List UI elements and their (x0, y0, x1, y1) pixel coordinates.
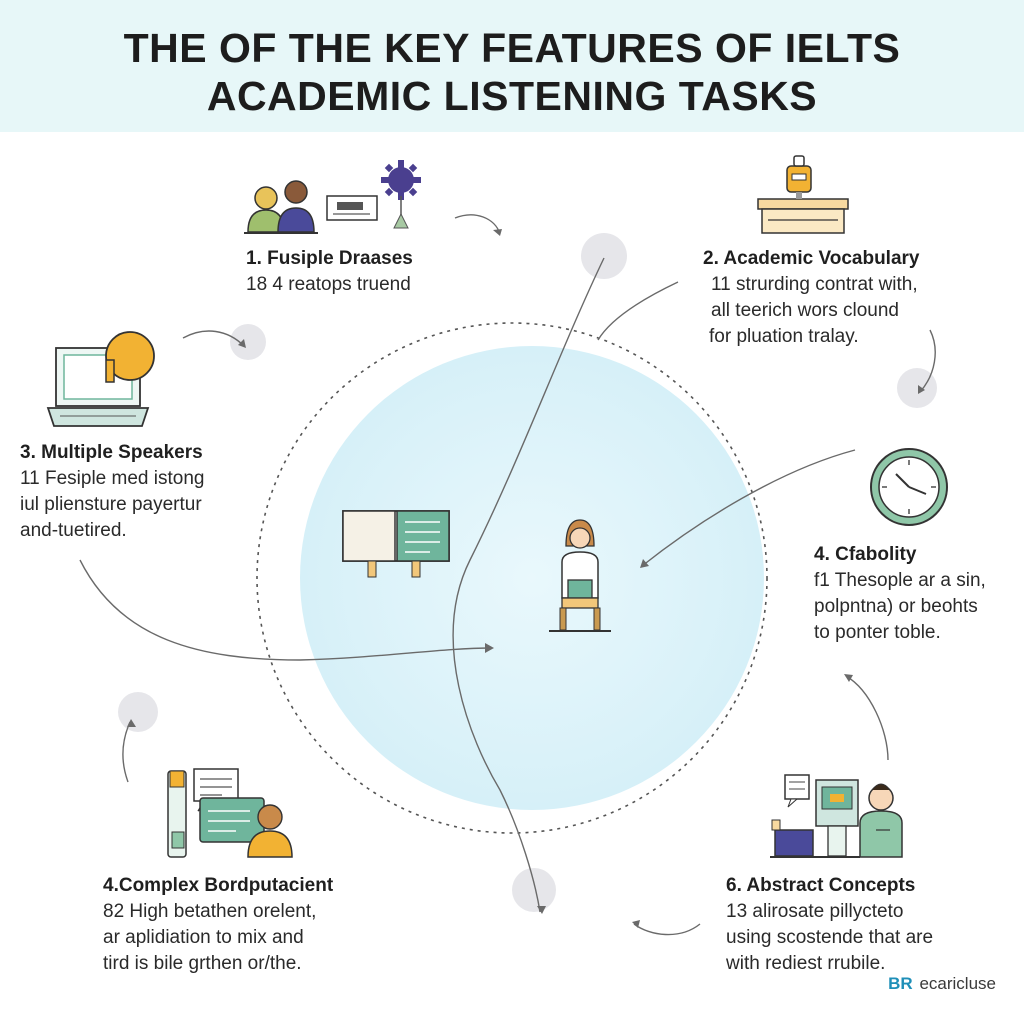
arrow-head (844, 674, 853, 682)
feature-line: 11 Fesiple med istong (20, 468, 205, 489)
feature-2: 2. Academic Vocabulary 11 strurding cont… (703, 246, 920, 350)
connector-arrow-bottom (633, 923, 701, 936)
connector-arrow-right-lower (845, 675, 889, 761)
arrow-head (537, 906, 546, 914)
brand-name: ecaricluse (919, 974, 996, 993)
feature-line: using scostende that are (726, 927, 934, 948)
feature-line: all teerich wors clound (711, 300, 899, 321)
feature-line: f1 Thesople ar a sin, (814, 570, 986, 591)
feature-line: ar aplidiation to mix and (103, 927, 304, 948)
arrow-head (632, 920, 640, 928)
feature-title: 3. Multiple Speakers (20, 442, 203, 463)
feature-4: 4. Cfabolity f1 Thesople ar a sin, polpn… (814, 542, 986, 646)
arrow-head (493, 229, 502, 236)
feature-line: 11 strurding contrat with, (711, 274, 918, 295)
feature-line: 82 High betathen orelent, (103, 901, 317, 922)
arrow-head (640, 559, 649, 568)
student-icon (549, 519, 611, 632)
connector-top-curve (452, 257, 605, 913)
computer-icon (770, 774, 903, 858)
feature-line: to ponter toble. (814, 622, 941, 643)
page-title-line-2: ACADEMIC LISTENING TASKS (206, 73, 818, 119)
arrow-head (485, 643, 494, 653)
feature-line: iul pliensture payertur (20, 494, 202, 515)
outer-dashed-ring (256, 322, 768, 834)
connector-right-sweep (641, 449, 856, 567)
feature-6: 6. Abstract Concepts 13 alirosate pillyc… (726, 873, 933, 977)
feature-title: 2. Academic Vocabulary (703, 248, 920, 269)
brand-watermark: BR ecaricluse (888, 974, 996, 994)
feature-title: 1. Fusiple Draases (246, 248, 413, 269)
desk-icon (757, 155, 849, 234)
people-icon (244, 180, 318, 234)
arrow-heads (127, 229, 925, 928)
title-banner: THE OF THE KEY FEATURES OF IELTS ACADEMI… (0, 0, 1024, 132)
connector-arrow-right (919, 329, 936, 393)
book-icon (342, 510, 450, 578)
feature-line: with rediest rrubile. (726, 953, 886, 974)
feature-1: 1. Fusiple Draases 18 4 reatops truend (246, 246, 413, 298)
chat-card-icon (167, 768, 293, 858)
bubble-right (897, 368, 937, 408)
feature-line: 18 4 reatops truend (246, 274, 411, 295)
feature-title: 4. Cfabolity (814, 544, 917, 565)
feature-5: 4.Complex Bordputacient 82 High betathen… (103, 873, 333, 977)
feature-line: for pluation tralay. (709, 326, 859, 347)
bubble-bottom (512, 868, 556, 912)
arrow-head (127, 719, 136, 727)
page-title-line-1: THE OF THE KEY FEATURES OF IELTS (123, 25, 901, 71)
feature-line: tird is bile grthen or/the. (103, 953, 302, 974)
bubble-bottom-left (118, 692, 158, 732)
feature-title: 6. Abstract Concepts (726, 875, 916, 896)
gear-icon (381, 160, 421, 229)
feature-line: 13 alirosate pillycteto (726, 901, 904, 922)
connector-lines (79, 214, 936, 936)
feature-line: and-tuetired. (20, 520, 127, 541)
connector-arrow-bottom-left (122, 721, 131, 783)
connector-left-sweep (79, 559, 493, 661)
feature-3: 3. Multiple Speakers 11 Fesiple med isto… (20, 440, 204, 544)
feature-line: polpntna) or beohts (814, 596, 978, 617)
clock-icon (870, 448, 948, 526)
bubble-left (230, 324, 266, 360)
bubble-top (581, 233, 627, 279)
feature-title: 4.Complex Bordputacient (103, 875, 334, 896)
connector-arrow-left (182, 330, 245, 347)
connector-top-right (597, 281, 679, 341)
connector-arrow-top (454, 214, 501, 235)
laptop-icon (46, 331, 155, 427)
arrow-head (238, 339, 246, 348)
arrow-head (918, 385, 925, 394)
brand-logo-mark: BR (888, 974, 913, 993)
presentation-board-icon (326, 195, 378, 221)
center-circle (300, 346, 764, 810)
